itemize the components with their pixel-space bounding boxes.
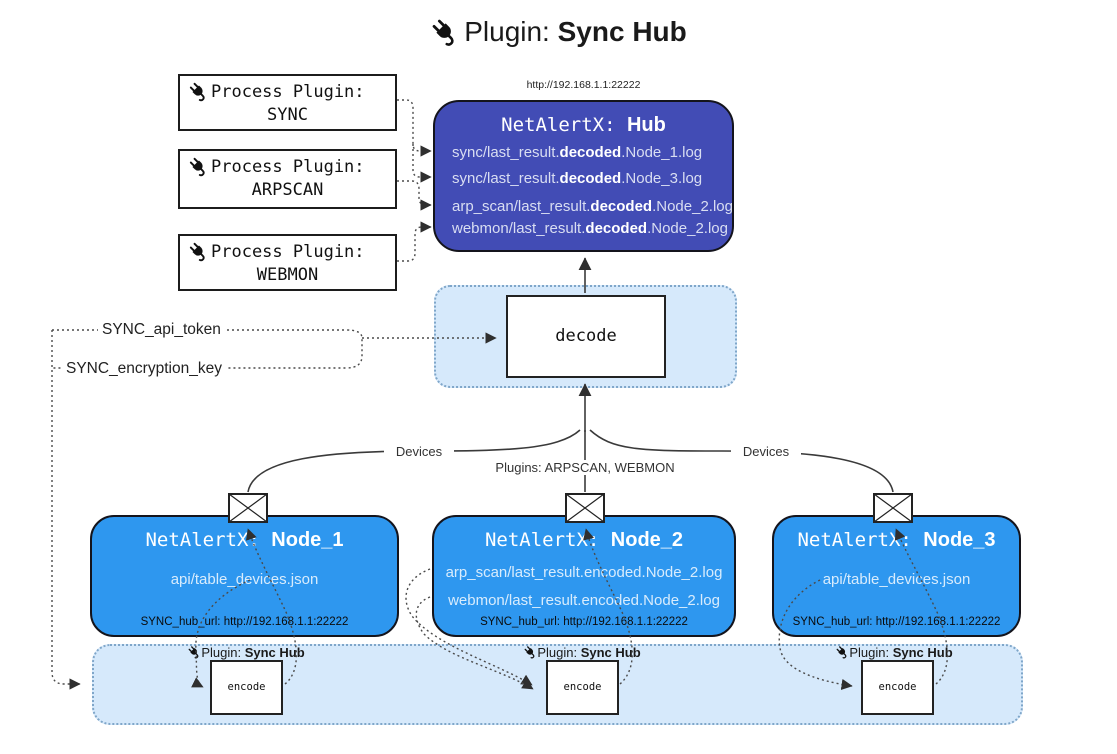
process-plugin-box-sync: Process Plugin: SYNC — [178, 74, 397, 131]
encode-plugin-name: Sync Hub — [892, 645, 953, 660]
envelope-icon — [873, 493, 913, 523]
node-file: arp_scan/last_result.encoded.Node_2.log — [445, 564, 723, 581]
process-plugin-box-webmon: Process Plugin: WEBMON — [178, 234, 397, 291]
node-file: api/table_devices.json — [170, 571, 319, 588]
hub-box: NetAlertX: Hub sync/last_result.decoded.… — [433, 100, 734, 252]
encode-plugin-name: Sync Hub — [244, 645, 305, 660]
process-plugin-label: Process Plugin: — [211, 241, 365, 262]
node-hub-url: SYNC_hub_url: http://192.168.1.1:22222 — [480, 616, 688, 628]
hub-log-line: sync/last_result.decoded.Node_3.log — [452, 171, 728, 187]
log-pre: arp_scan/last_result. — [452, 198, 591, 215]
node-file: webmon/last_result.encoded.Node_2.log — [448, 592, 720, 609]
process-plugin-box-arpscan: Process Plugin: ARPSCAN — [178, 149, 397, 209]
log-bold: decoded — [590, 198, 653, 215]
plug-icon — [430, 17, 460, 47]
node-title-name: Node_2 — [610, 529, 684, 551]
node-box-2: NetAlertX: Node_2 arp_scan/last_result.e… — [432, 515, 736, 637]
hub-title: NetAlertX: Hub — [435, 114, 732, 137]
log-post: .Node_3.log — [621, 170, 703, 187]
encode-plugin-label: Plugin: Sync Hub — [523, 645, 641, 660]
hub-log-line: arp_scan/last_result.decoded.Node_2.log — [452, 198, 733, 215]
process-plugin-label: Process Plugin: — [211, 81, 365, 102]
envelope-icon — [565, 493, 605, 523]
page-title-prefix: Plugin: — [464, 16, 558, 47]
log-bold: decoded — [585, 220, 648, 237]
edge-label-devices-right: Devices — [731, 444, 801, 459]
log-bold: decoded — [559, 144, 622, 161]
log-post: .Node_2.log — [652, 198, 733, 215]
encode-plugin-prefix: Plugin: — [849, 645, 893, 660]
edge-sync-to-log1 — [397, 99, 432, 157]
log-post: .Node_1.log — [621, 144, 703, 161]
node-title: NetAlertX: Node_2 — [434, 529, 734, 552]
node-box-1: NetAlertX: Node_1 api/table_devices.json… — [90, 515, 399, 637]
node-title: NetAlertX: Node_1 — [92, 529, 397, 552]
encode-plugin-prefix: Plugin: — [201, 645, 245, 660]
plug-icon — [188, 156, 209, 177]
node-title-name: Node_1 — [271, 529, 344, 551]
log-pre: sync/last_result. — [452, 170, 560, 187]
encode-plugin-label: Plugin: Sync Hub — [835, 645, 953, 660]
plug-icon — [188, 81, 209, 102]
node-title-prefix: NetAlertX: — [484, 529, 611, 551]
encode-plugin-label: Plugin: Sync Hub — [187, 645, 305, 660]
log-pre: sync/last_result. — [452, 144, 560, 161]
hub-log-line: sync/last_result.decoded.Node_1.log — [452, 145, 728, 161]
encode-plugin-prefix: Plugin: — [537, 645, 581, 660]
edge-sync-to-log2 — [412, 144, 432, 183]
plug-icon — [523, 645, 537, 659]
encode-box: encode — [861, 660, 934, 715]
edge-secrets-to-encode-band — [51, 330, 81, 690]
page-title-name: Sync Hub — [557, 16, 687, 47]
envelope-icon — [228, 493, 268, 523]
log-bold: decoded — [559, 170, 622, 187]
log-pre: webmon/last_result. — [452, 220, 586, 237]
node-title-name: Node_3 — [923, 529, 996, 551]
plug-icon — [187, 645, 201, 659]
node-title: NetAlertX: Node_3 — [774, 529, 1019, 552]
plug-icon — [188, 241, 209, 262]
node-file: api/table_devices.json — [822, 571, 971, 588]
edge-label-devices-left: Devices — [384, 444, 454, 459]
plug-icon — [835, 645, 849, 659]
decode-box: decode — [506, 295, 666, 378]
page-title: Plugin: Sync Hub — [0, 16, 1117, 48]
label-sync-api-token: SYNC_api_token — [98, 321, 225, 339]
process-plugin-label: Process Plugin: — [211, 156, 365, 177]
hub-log-line: webmon/last_result.decoded.Node_2.log — [452, 221, 728, 237]
edge-arpscan-to-log3 — [397, 180, 432, 211]
encode-box: encode — [546, 660, 619, 715]
process-plugin-name: WEBMON — [256, 265, 319, 285]
hub-title-name: Hub — [626, 114, 666, 136]
node-box-3: NetAlertX: Node_3 api/table_devices.json… — [772, 515, 1021, 637]
encode-plugin-name: Sync Hub — [580, 645, 641, 660]
encode-box: encode — [210, 660, 283, 715]
hub-url: http://192.168.1.1:22222 — [526, 79, 641, 91]
node-title-prefix: NetAlertX: — [797, 529, 924, 551]
log-post: .Node_2.log — [647, 220, 728, 237]
node-hub-url: SYNC_hub_url: http://192.168.1.1:22222 — [792, 616, 1001, 628]
node-hub-url: SYNC_hub_url: http://192.168.1.1:22222 — [140, 616, 349, 628]
process-plugin-name: ARPSCAN — [251, 180, 324, 200]
node-title-prefix: NetAlertX: — [145, 529, 272, 551]
hub-title-prefix: NetAlertX: — [501, 114, 627, 136]
label-sync-encryption-key: SYNC_encryption_key — [62, 360, 226, 378]
edge-label-plugins: Plugins: ARPSCAN, WEBMON — [492, 460, 678, 475]
edge-webmon-to-log4 — [397, 221, 432, 262]
process-plugin-name: SYNC — [267, 105, 308, 125]
